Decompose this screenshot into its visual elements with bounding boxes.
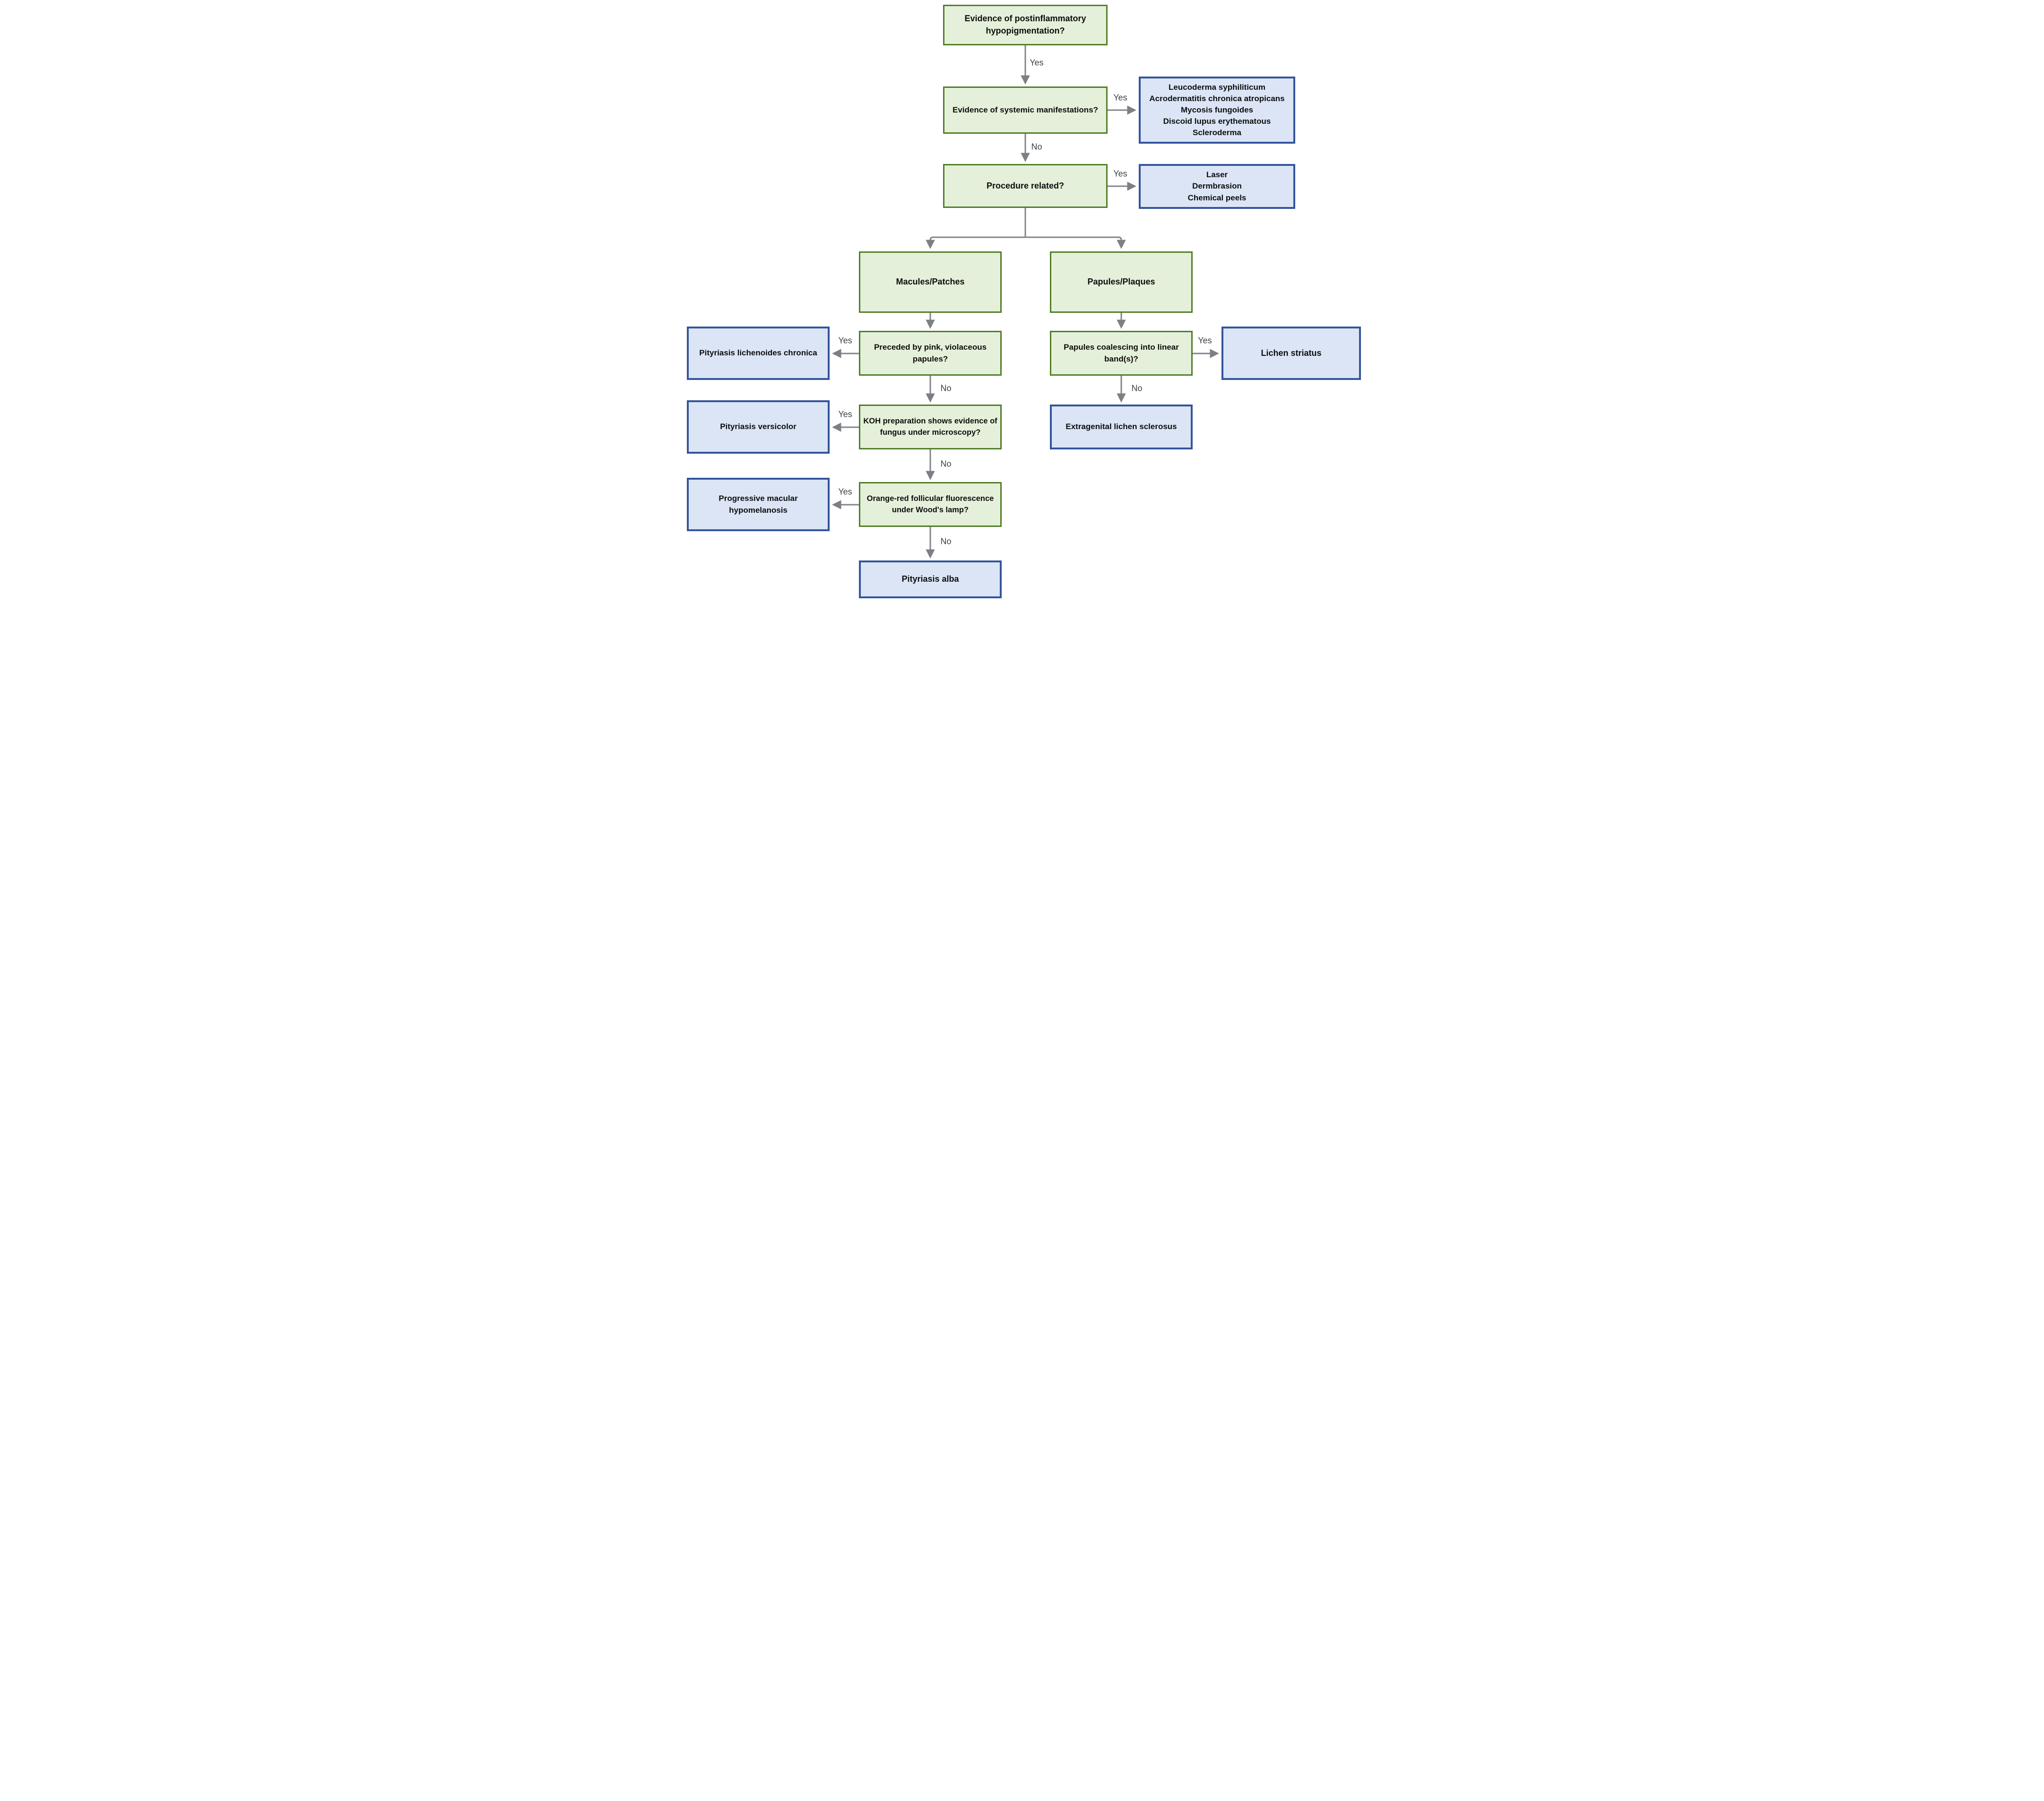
- node-text-line: Macules/Patches: [896, 277, 965, 287]
- node-dx-pityriasis-lichenoides-chronica: Pityriasis lichenoides chronica: [687, 327, 830, 380]
- node-q-koh-preparation: KOH preparation shows evidence of fungus…: [859, 405, 1002, 449]
- node-dx-pityriasis-versicolor: Pityriasis versicolor: [687, 400, 830, 454]
- edge-label-systemic-yes: Yes: [1113, 93, 1127, 103]
- node-text-line: under Wood's lamp?: [892, 505, 969, 514]
- node-q-papules-plaques: Papules/Plaques: [1050, 251, 1193, 313]
- edge-label-wood-yes: Yes: [838, 487, 852, 497]
- node-text-line: fungus under microscopy?: [880, 428, 981, 437]
- node-text-line: Pityriasis versicolor: [720, 422, 797, 431]
- node-text-line: Dermbrasion: [1192, 181, 1242, 191]
- edge-label-procedure-yes: Yes: [1113, 169, 1127, 179]
- node-text-line: Preceded by pink, violaceous: [874, 343, 987, 352]
- edge-label-preceded-yes: Yes: [838, 336, 852, 345]
- node-text-line: Pityriasis alba: [901, 574, 959, 584]
- node-text-line: band(s)?: [1104, 354, 1138, 363]
- edge-label-linear-no: No: [1131, 383, 1143, 393]
- node-text-line: Acrodermatitis chronica atropicans: [1149, 94, 1285, 103]
- edge-label-preceded-no: No: [940, 383, 952, 393]
- node-text-line: KOH preparation shows evidence of: [863, 417, 997, 426]
- edge-label-koh-no: No: [940, 459, 952, 469]
- node-text-line: Extragenital lichen sclerosus: [1065, 422, 1177, 431]
- node-text-line: hypomelanosis: [729, 505, 788, 515]
- node-text-line: Chemical peels: [1187, 193, 1247, 202]
- flowchart-canvas: Evidence of postinflammatory hypopigment…: [681, 0, 1363, 601]
- node-q-systemic: Evidence of systemic manifestations?: [943, 86, 1108, 134]
- node-text-line: Procedure related?: [986, 181, 1065, 190]
- arrow-branch-macules: [926, 236, 1025, 249]
- node-q-procedure: Procedure related?: [943, 164, 1108, 208]
- node-text-line: Papules coalescing into linear: [1064, 343, 1179, 352]
- edge-label-systemic-no: No: [1031, 142, 1042, 152]
- node-text-line: hypopigmentation?: [986, 26, 1065, 35]
- edge-label-linear-yes: Yes: [1198, 336, 1212, 345]
- node-text-line: papules?: [912, 354, 948, 363]
- node-text-line: Evidence of systemic manifestations?: [953, 105, 1098, 114]
- node-dx-pityriasis-alba: Pityriasis alba: [859, 560, 1002, 598]
- node-q-macules-patches: Macules/Patches: [859, 251, 1002, 313]
- node-dx-progressive-macular-hypomelanosis: Progressive macular hypomelanosis: [687, 478, 830, 531]
- node-text-line: Scleroderma: [1193, 128, 1241, 138]
- edge-label-postinflammatory-yes: Yes: [1030, 58, 1044, 68]
- edge-label-koh-yes: Yes: [838, 409, 852, 419]
- node-dx-procedure-differentials: Laser Dermbrasion Chemical peels: [1139, 164, 1295, 209]
- node-q-woods-lamp: Orange-red follicular fluorescence under…: [859, 482, 1002, 527]
- node-text-line: Evidence of postinflammatory: [964, 14, 1086, 24]
- node-text-line: Leucoderma syphiliticum: [1169, 82, 1265, 92]
- node-dx-systemic-differentials: Leucoderma syphiliticum Acrodermatitis c…: [1139, 77, 1295, 144]
- node-text-line: Progressive macular: [719, 494, 798, 503]
- node-dx-extragenital-lichen-sclerosus: Extragenital lichen sclerosus: [1050, 405, 1193, 449]
- node-text-line: Orange-red follicular fluorescence: [866, 494, 994, 503]
- node-text-line: Laser: [1206, 170, 1228, 180]
- node-text-line: Pityriasis lichenoides chronica: [699, 348, 817, 358]
- node-q-postinflammatory: Evidence of postinflammatory hypopigment…: [943, 5, 1108, 45]
- node-q-preceded-papules: Preceded by pink, violaceous papules?: [859, 331, 1002, 376]
- node-dx-lichen-striatus: Lichen striatus: [1221, 327, 1361, 380]
- arrow-branch-papules: [1025, 236, 1126, 249]
- node-text-line: Papules/Plaques: [1087, 277, 1155, 287]
- node-q-papules-linear-bands: Papules coalescing into linear band(s)?: [1050, 331, 1193, 376]
- node-text-line: Mycosis fungoides: [1180, 105, 1254, 114]
- node-text-line: Discoid lupus erythematous: [1163, 117, 1271, 126]
- node-text-line: Lichen striatus: [1261, 348, 1322, 358]
- edge-label-wood-no: No: [940, 536, 952, 546]
